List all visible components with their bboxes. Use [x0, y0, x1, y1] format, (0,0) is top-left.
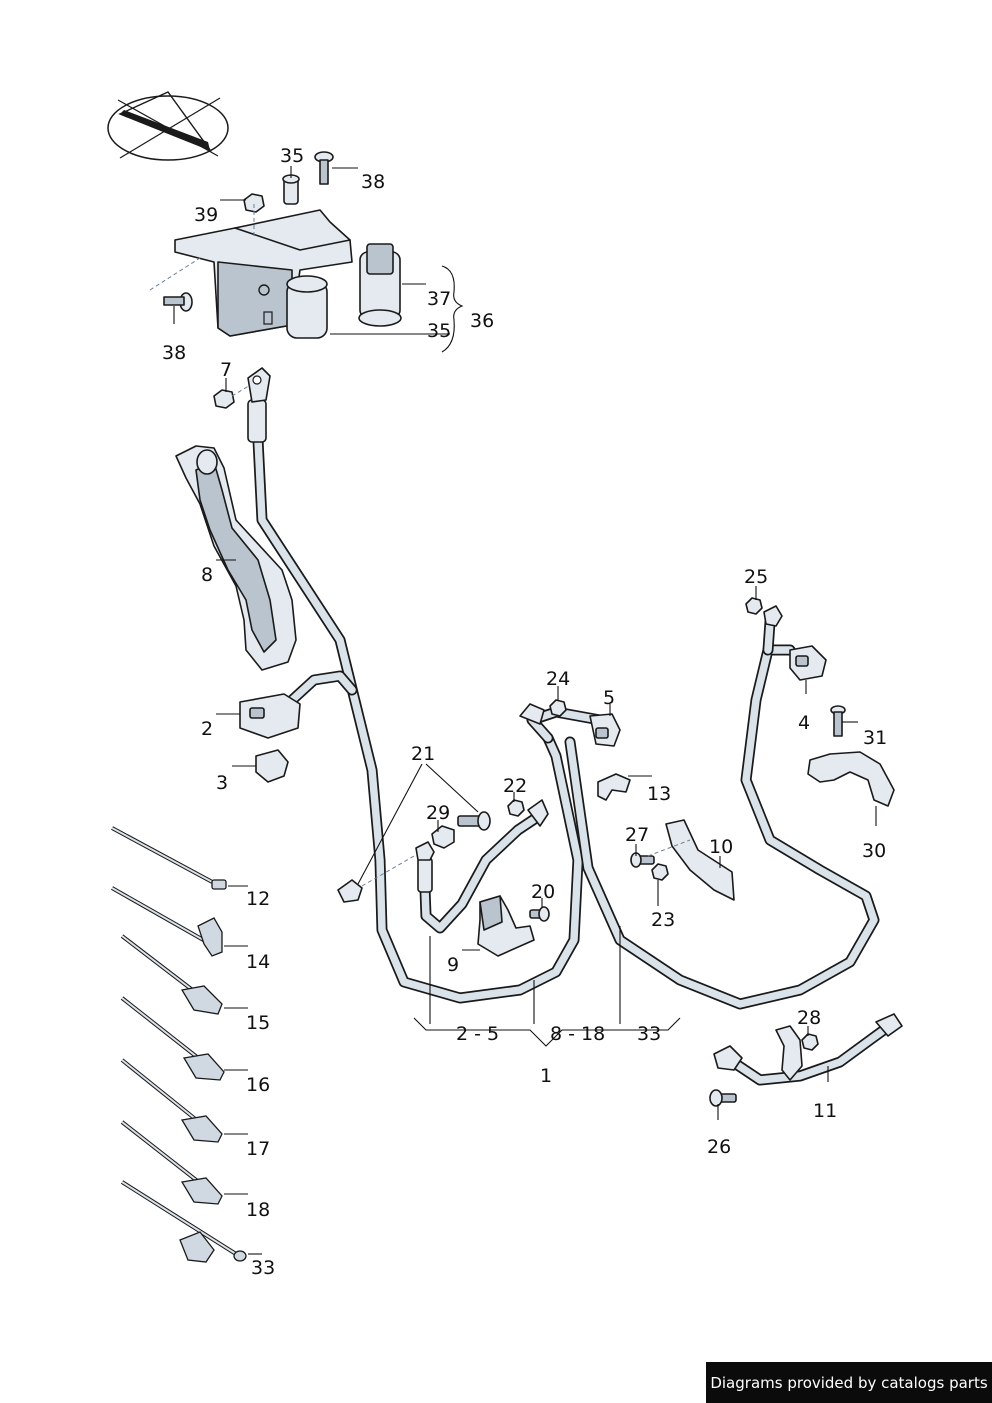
callout-5: 5	[603, 687, 615, 709]
callout-3: 3	[216, 772, 228, 794]
callout-36: 36	[470, 310, 494, 332]
ground-strap-part-22	[415, 799, 549, 934]
cable-tie-15	[120, 934, 223, 1015]
terminal-part-25	[762, 605, 783, 656]
cable-tie-16	[120, 996, 225, 1081]
callout-10: 10	[709, 836, 733, 858]
callout-27: 27	[625, 824, 649, 846]
bracket-assembly	[174, 209, 353, 339]
leader-lines	[173, 166, 877, 1255]
callout-15: 15	[246, 1012, 270, 1034]
callout-21: 21	[411, 743, 435, 765]
nut-part-24	[549, 699, 567, 717]
callout-4: 4	[798, 712, 810, 734]
cable-tie-18	[120, 1120, 223, 1205]
callout-24: 24	[546, 668, 570, 690]
callout-33-tie: 33	[251, 1257, 275, 1279]
callout-labels: 35 38 39 37 36 35 38 7 8 2 3 21 29 22 24…	[162, 145, 887, 1279]
cable-tie-12	[111, 826, 227, 890]
callout-7: 7	[220, 359, 232, 381]
nut-part-25	[745, 597, 763, 615]
nut-part-23	[651, 863, 669, 881]
callout-8: 8	[201, 564, 213, 586]
callout-11: 11	[813, 1100, 837, 1122]
cable-tie-14	[111, 886, 223, 957]
screw-part-38-left	[163, 292, 193, 312]
screw-part-27	[630, 852, 655, 868]
nut-part-22	[507, 799, 525, 817]
harness-part-11	[713, 1013, 903, 1086]
callout-35-bottom: 35	[427, 320, 451, 342]
callout-2: 2	[201, 718, 213, 740]
callout-14: 14	[246, 951, 270, 973]
credit-text: Diagrams provided by catalogs parts	[710, 1373, 988, 1392]
callout-38-left: 38	[162, 342, 186, 364]
fuse-holder-part-37	[358, 243, 402, 327]
cable-tie-17	[120, 1058, 223, 1143]
bolt-part-35-top	[282, 174, 300, 205]
connector-part-4	[789, 645, 827, 681]
screw-part-26	[709, 1089, 737, 1107]
battery-cable-main	[247, 367, 584, 1004]
bracket-part-10	[665, 819, 735, 901]
bracket-part-30	[807, 751, 895, 807]
callout-37: 37	[427, 288, 451, 310]
connector-branch-part-2	[239, 670, 358, 739]
callout-1: 1	[540, 1065, 552, 1087]
callout-39: 39	[194, 204, 218, 226]
callout-35-top: 35	[280, 145, 304, 167]
callout-20: 20	[531, 881, 555, 903]
callout-18: 18	[246, 1199, 270, 1221]
callout-range-33: 33	[637, 1023, 661, 1045]
nut-part-7	[213, 389, 235, 409]
cover-part-8	[175, 445, 297, 671]
callout-range-8-18: 8 - 18	[550, 1023, 605, 1045]
callout-17: 17	[246, 1138, 270, 1160]
screw-part-31	[830, 705, 846, 737]
callout-26: 26	[707, 1136, 731, 1158]
screw-part-38-top	[314, 151, 334, 185]
credit-badge: Diagrams provided by catalogs parts	[706, 1362, 992, 1403]
callout-29: 29	[426, 802, 450, 824]
callout-22: 22	[503, 775, 527, 797]
nut-part-39	[243, 193, 265, 213]
callout-9: 9	[447, 954, 459, 976]
callout-16: 16	[246, 1074, 270, 1096]
callout-13: 13	[647, 783, 671, 805]
clip-part-3	[255, 749, 289, 783]
callout-31: 31	[863, 727, 887, 749]
bolt-part-21	[457, 811, 491, 831]
callout-28: 28	[797, 1007, 821, 1029]
callout-range-2-5: 2 - 5	[456, 1023, 499, 1045]
callout-23: 23	[651, 909, 675, 931]
callout-38-top: 38	[361, 171, 385, 193]
bolt-part-29	[431, 825, 455, 849]
callout-25: 25	[744, 566, 768, 588]
cable-pair-part-5	[519, 644, 880, 1010]
callout-12: 12	[246, 888, 270, 910]
cable-tie-33	[120, 1180, 247, 1263]
bracket-part-9	[477, 895, 535, 957]
orientation-arrow-icon	[107, 91, 229, 161]
clip-part-13	[597, 773, 631, 801]
cap-part-21	[337, 879, 363, 903]
nut-part-28	[801, 1033, 819, 1051]
screw-part-20	[529, 906, 550, 922]
callout-30: 30	[862, 840, 886, 862]
